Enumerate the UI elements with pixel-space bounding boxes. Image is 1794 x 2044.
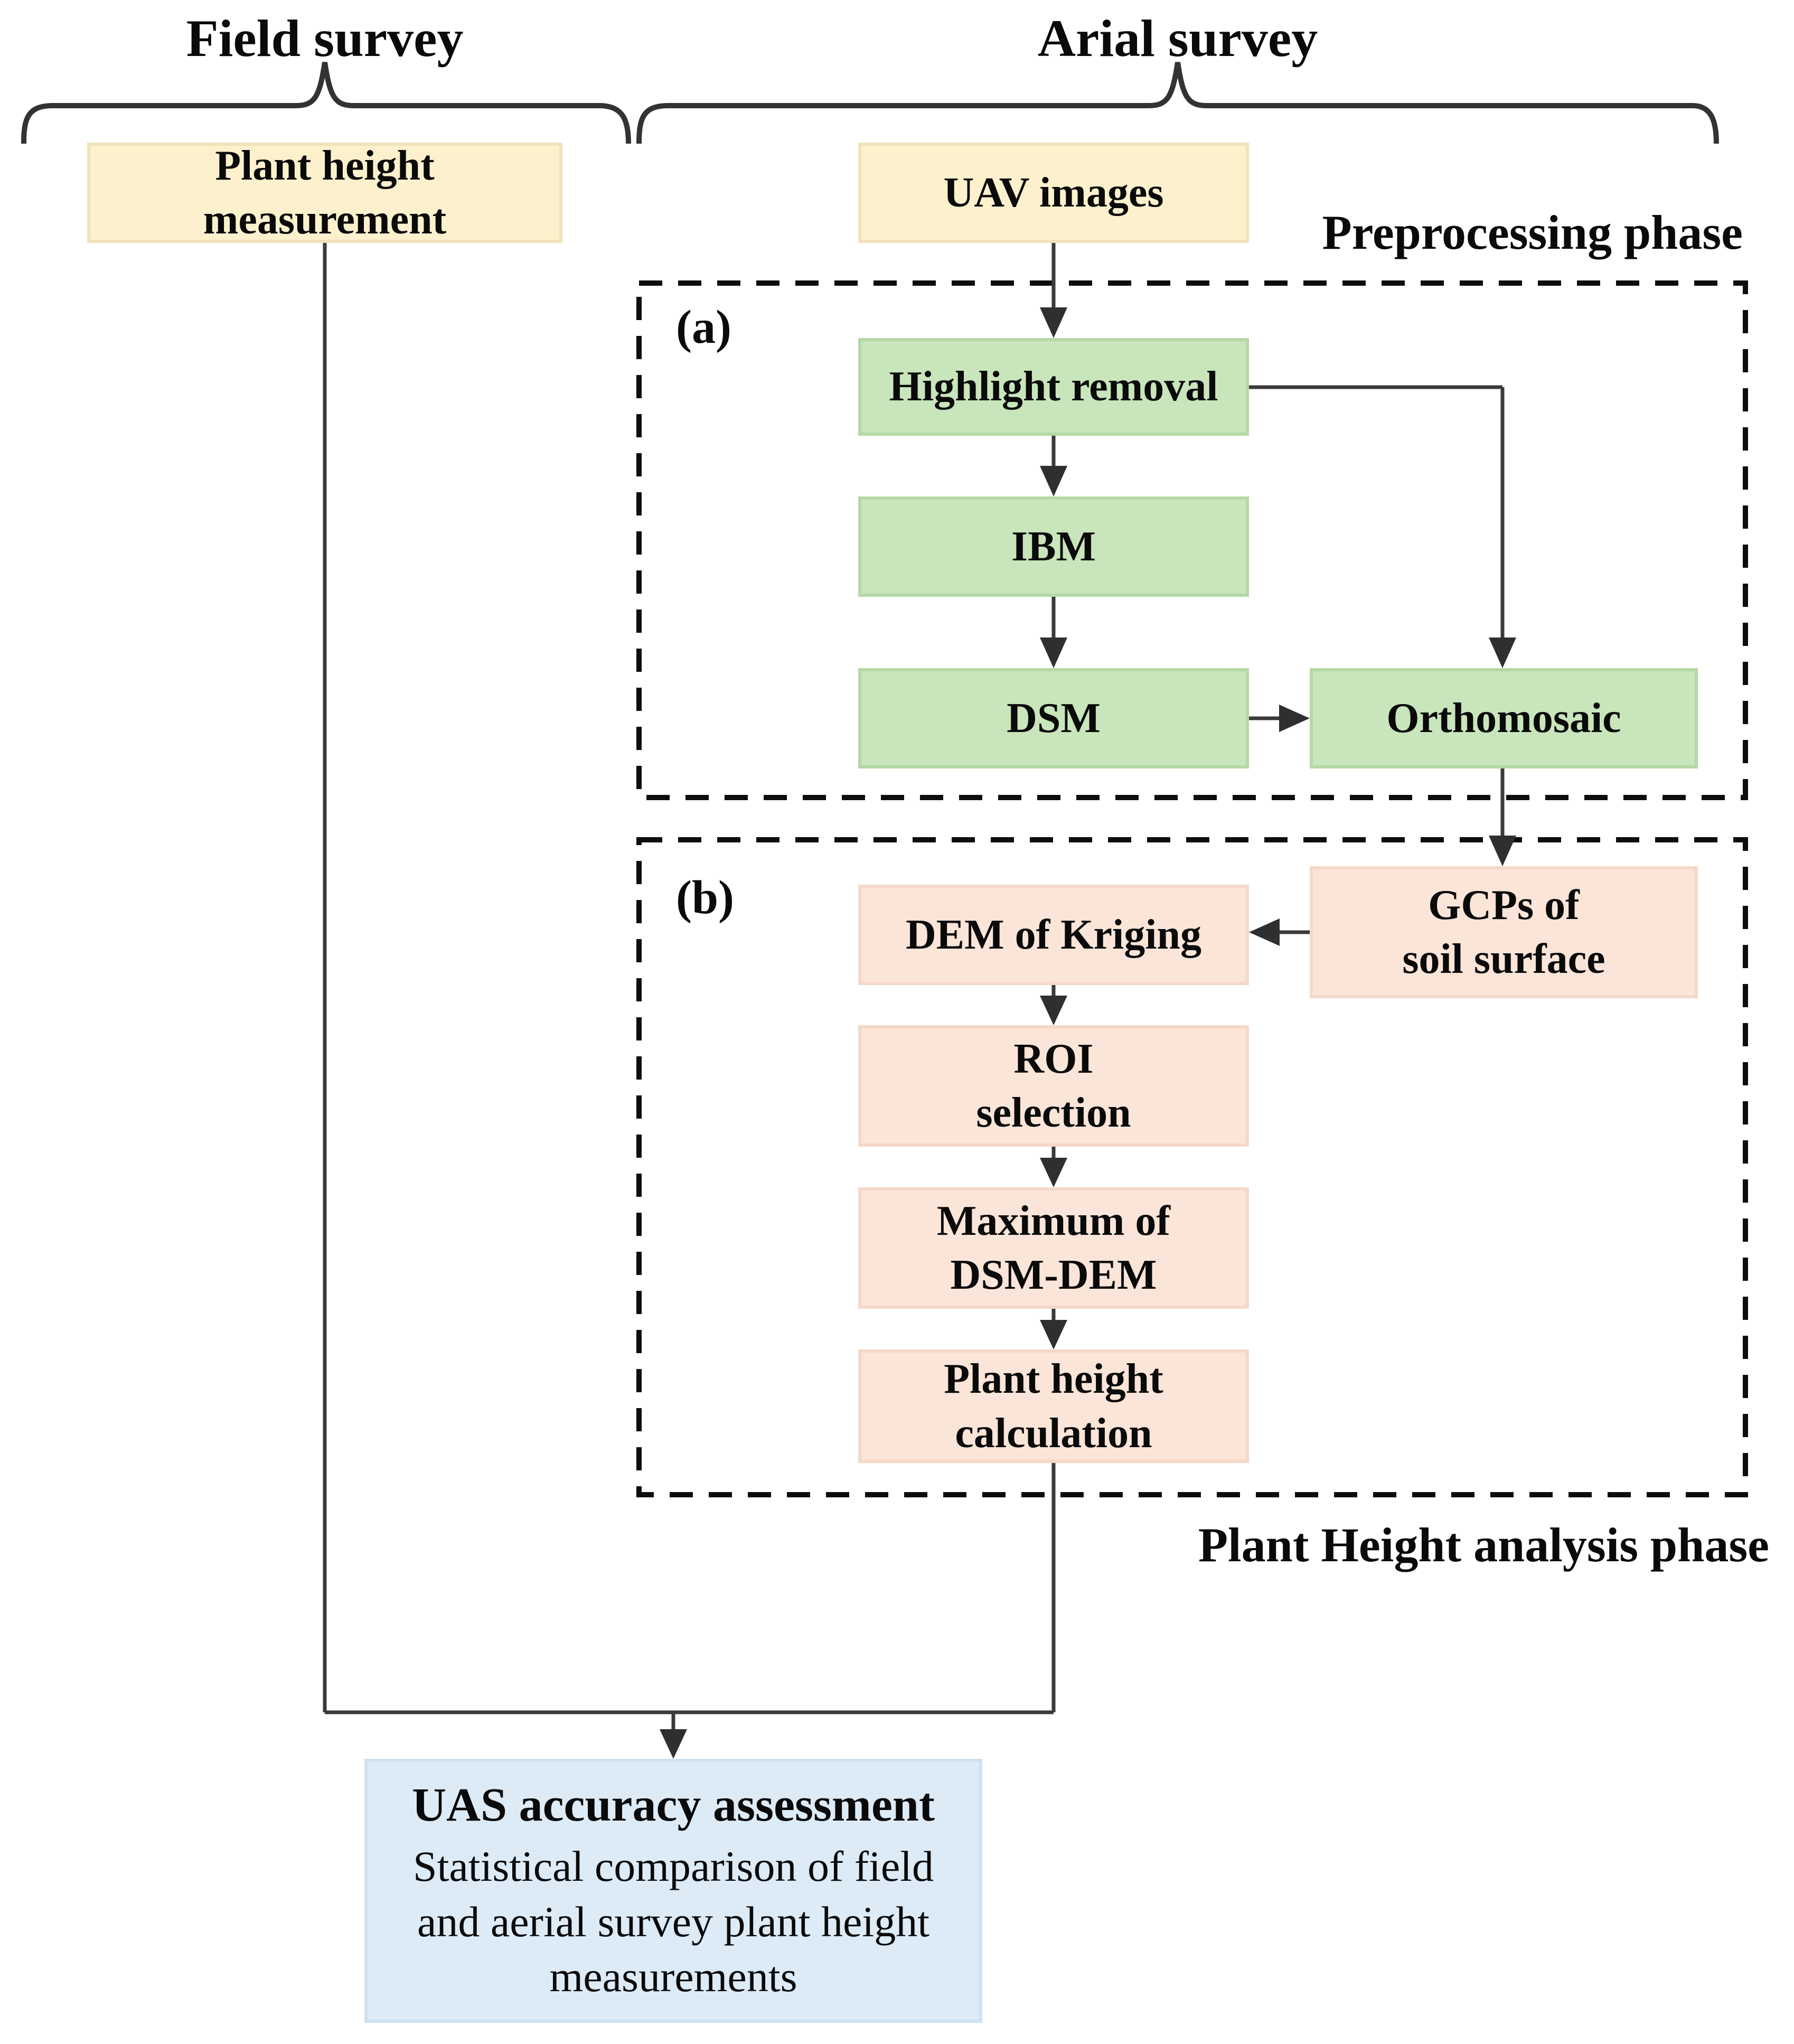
node-ibm: IBM [858, 496, 1249, 597]
aerial-survey-brace [636, 62, 1719, 144]
analysis-phase-label: Plant Height analysis phase [1198, 1518, 1769, 1572]
group-label-a: (a) [676, 301, 731, 353]
preprocessing-phase-label: Preprocessing phase [1322, 205, 1743, 259]
node-maximum-dsm-dem: Maximum of DSM-DEM [858, 1187, 1249, 1309]
assessment-body: Statistical comparison of field and aeri… [412, 1842, 934, 2001]
node-gcps-soil-surface: GCPs of soil surface [1310, 866, 1698, 998]
field-survey-title: Field survey [186, 9, 464, 68]
node-orthomosaic: Orthomosaic [1310, 668, 1698, 768]
assessment-title: UAS accuracy assessment [412, 1778, 935, 1831]
node-roi-selection: ROI selection [858, 1025, 1249, 1147]
node-dem-kriging: DEM of Kriging [858, 885, 1249, 985]
arrowheads [660, 307, 1516, 1759]
group-label-b: (b) [676, 871, 734, 924]
node-plant-height-measurement: Plant height measurement [87, 143, 562, 243]
node-highlight-removal: Highlight removal [858, 338, 1249, 436]
node-plant-height-calculation: Plant height calculation [858, 1349, 1249, 1463]
node-uav-images: UAV images [858, 143, 1249, 243]
node-uas-accuracy-assessment: UAS accuracy assessment Statistical comp… [364, 1759, 982, 2023]
preprocessing-phase-box [636, 280, 1748, 800]
field-survey-brace [21, 62, 631, 144]
analysis-phase-box [636, 837, 1748, 1497]
aerial-survey-title: Arial survey [1037, 9, 1318, 68]
node-dsm: DSM [858, 668, 1249, 768]
